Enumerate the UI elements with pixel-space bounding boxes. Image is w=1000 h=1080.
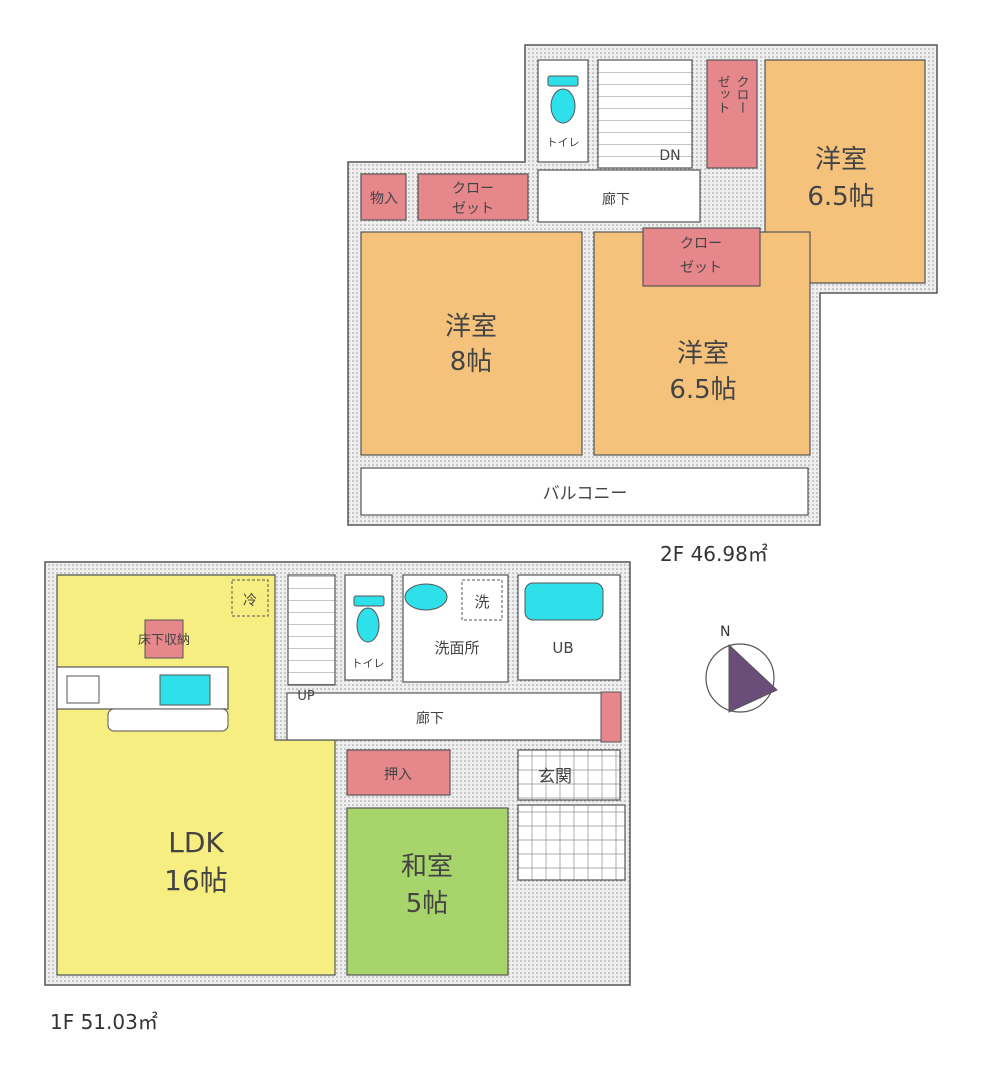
oshiire-label: 押入 [384, 767, 412, 783]
toilet-2f-label: トイレ [547, 136, 580, 149]
porch [517, 804, 626, 881]
stairs-2f [597, 59, 693, 169]
closet-left-2f [417, 173, 529, 221]
hallway-1f [286, 692, 616, 741]
stairs-dn-label: DN [659, 148, 680, 164]
japanese-room [346, 807, 509, 976]
underfloor-storage [144, 619, 184, 659]
balcony-label: バルコニー [543, 484, 628, 504]
storage-2f [360, 173, 407, 221]
floor-1-area: 1F 51.03㎡ [50, 1010, 158, 1034]
japanese-room-name: 和室 [401, 852, 453, 882]
stove-icon [66, 675, 100, 704]
closet-left-label-1: クロー [452, 181, 494, 197]
closet-center-2f [642, 227, 761, 287]
washer-space [461, 579, 503, 621]
hallway-1f-label: 廊下 [416, 710, 444, 727]
bath-label: UB [552, 639, 573, 657]
entrance [517, 749, 621, 801]
western-8-name: 洋室 [445, 312, 497, 342]
western-room-right [764, 59, 926, 284]
oshiire [346, 749, 451, 796]
closet-left-label-2: ゼット [452, 201, 494, 217]
stairs-up-label: UP [297, 689, 315, 704]
closet-right-2f [706, 59, 758, 169]
sink-icon [159, 674, 211, 706]
washbasin-icon [404, 583, 448, 611]
hallway-2f-label: 廊下 [602, 191, 630, 208]
closet-center-label-1: クロー [680, 236, 722, 252]
compass-north-label: N [720, 624, 730, 640]
hallway-2f [537, 169, 701, 223]
western-center-size: 6.5帖 [669, 375, 736, 405]
closet-right-label-2: ゼット [715, 75, 731, 114]
fridge-space [231, 579, 269, 617]
toilet-icon [547, 75, 579, 87]
western-room-8 [360, 231, 583, 456]
floor-1: 冷 床下収納 LDK 16帖 UP トイレ 洗面所 洗 UB 廊下 押入 玄関 … [44, 561, 631, 1034]
compass: N [705, 624, 778, 713]
entrance-label: 玄関 [538, 767, 572, 787]
toilet-1f-label: トイレ [352, 657, 385, 670]
shoe-cabinet [600, 691, 622, 743]
western-right-name: 洋室 [815, 145, 867, 175]
western-8-size: 8帖 [450, 347, 493, 377]
fridge-label: 冷 [243, 593, 257, 609]
western-center-name: 洋室 [677, 339, 729, 369]
bathtub-icon [524, 582, 604, 621]
ldk-size: 16帖 [164, 864, 228, 897]
japanese-room-size: 5帖 [406, 889, 449, 919]
underfloor-storage-label: 床下収納 [138, 633, 190, 648]
floor-2: 物入 クロー ゼット クロー ゼット クロー ゼット トイレ DN 廊下 洋室 … [347, 44, 938, 566]
closet-center-label-2: ゼット [680, 260, 722, 276]
toilet-bowl-icon [550, 88, 576, 124]
western-right-size: 6.5帖 [807, 182, 874, 212]
toilet-1f [344, 574, 393, 681]
ldk-name: LDK [168, 826, 224, 859]
storage-label: 物入 [370, 191, 398, 207]
stairs-1f [287, 574, 336, 686]
balcony [360, 467, 809, 516]
kitchen-island [107, 708, 229, 732]
toilet-1f-bowl-icon [356, 607, 380, 643]
compass-needle-icon [728, 643, 778, 713]
toilet-1f-tank-icon [353, 595, 385, 607]
washroom-label: 洗面所 [434, 639, 479, 657]
closet-right-label-1: クロー [734, 75, 749, 114]
washer-label: 洗 [474, 593, 489, 611]
floor-2-area: 2F 46.98㎡ [660, 542, 768, 566]
